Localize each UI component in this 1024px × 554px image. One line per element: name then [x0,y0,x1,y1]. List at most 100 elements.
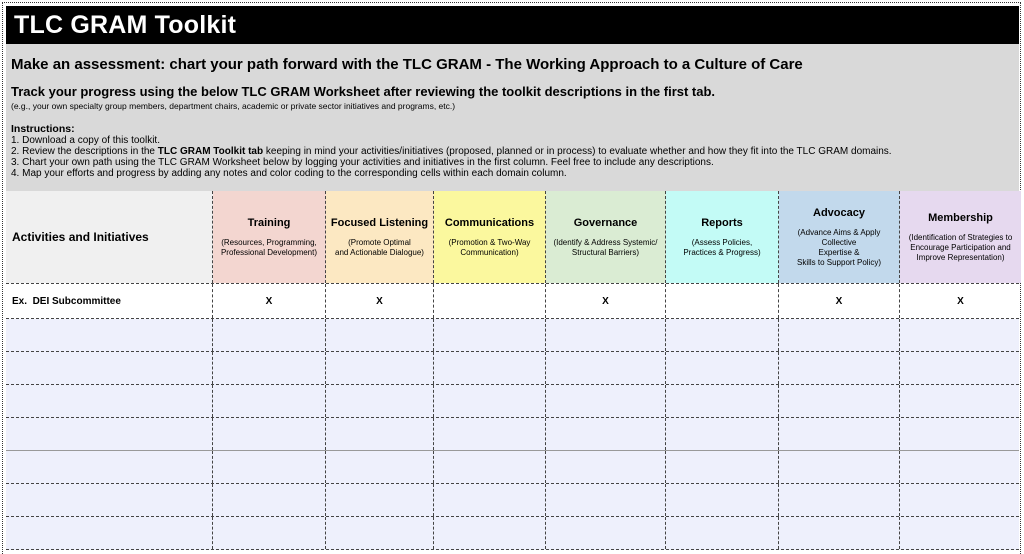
example-mark-cell-focused-listening[interactable]: X [326,284,434,318]
worksheet-cell[interactable] [326,319,434,351]
intro-section: Make an assessment: chart your path forw… [6,44,1019,191]
example-mark-cell-membership[interactable]: X [957,295,964,307]
column-title: Governance [573,216,638,229]
worksheet-cell[interactable] [779,451,900,483]
column-subtitle: (Identify & Address Systemic/ Structural… [553,237,658,257]
column-subtitle: (Promote Optimal and Actionable Dialogue… [335,237,424,257]
worksheet-cell[interactable] [326,484,434,516]
example-row-label[interactable]: Ex. DEI Subcommittee [6,284,213,318]
column-title: Focused Listening [330,216,429,229]
worksheet-cell[interactable] [666,451,779,483]
toolkit-tab-reference: TLC GRAM Toolkit tab [157,146,264,157]
example-mark-cell-training[interactable]: X [213,284,326,318]
worksheet-cell[interactable] [213,418,326,450]
worksheet-cell[interactable] [779,418,900,450]
worksheet-cell[interactable] [546,319,666,351]
worksheet-cell[interactable] [546,451,666,483]
column-title: Membership [928,211,993,224]
instructions-block: Instructions: 1. Download a copy of this… [6,111,1019,180]
worksheet-cell[interactable] [666,385,779,417]
worksheet-cell[interactable] [546,352,666,384]
worksheet-cell[interactable] [900,418,1021,450]
worksheet-cell[interactable] [213,352,326,384]
examples-note: (e.g., your own specialty group members,… [11,101,456,111]
column-title: Communications [444,216,535,229]
worksheet-cell[interactable] [434,385,546,417]
activities-column-header[interactable]: Activities and Initiatives [6,191,213,283]
worksheet-cell[interactable] [6,385,213,417]
worksheet-cell[interactable] [326,385,434,417]
worksheet-cell[interactable] [6,484,213,516]
worksheet-cell[interactable] [779,517,900,549]
worksheet-cell[interactable] [900,484,1021,516]
instruction-step-2: 2. Review the descriptions in the TLC GR… [11,146,1013,157]
worksheet-cell[interactable] [546,517,666,549]
example-mark-cell-governance[interactable]: X [546,284,666,318]
column-header-reports[interactable]: Reports(Assess Policies, Practices & Pro… [666,191,779,283]
worksheet-cell[interactable] [434,319,546,351]
assessment-heading: Make an assessment: chart your path forw… [11,56,803,73]
example-mark-cell-communications[interactable] [434,284,546,318]
column-title: Advocacy [813,206,865,219]
example-mark-cell-reports[interactable] [666,284,779,318]
worksheet-empty-row [6,319,1019,352]
worksheet-cell[interactable] [213,517,326,549]
worksheet-cell[interactable] [666,517,779,549]
column-header-membership[interactable]: Membership (Identification of Strategies … [900,191,1021,283]
worksheet-cell[interactable] [326,418,434,450]
worksheet-cell[interactable] [779,319,900,351]
column-header-advocacy[interactable]: Advocacy(Advance Aims & Apply Collective… [779,191,900,283]
column-header-focused-listening[interactable]: Focused Listening (Promote Optimal and Ac… [326,191,434,283]
worksheet-cell[interactable] [779,352,900,384]
worksheet-cell[interactable] [779,484,900,516]
worksheet-cell[interactable] [666,484,779,516]
worksheet-cell[interactable] [900,319,1021,351]
worksheet-cell[interactable] [213,319,326,351]
worksheet-cell[interactable] [900,385,1021,417]
worksheet-cell[interactable] [900,451,1021,483]
worksheet-cell[interactable] [213,451,326,483]
worksheet-empty-row [6,451,1019,484]
worksheet-cell[interactable] [6,517,213,549]
instructions-label: Instructions: [11,123,75,135]
column-subtitle: (Identification of Strategies to Encoura… [908,232,1013,262]
worksheet-cell[interactable] [900,352,1021,384]
worksheet-cell[interactable] [666,352,779,384]
worksheet-cell[interactable] [434,517,546,549]
column-header-communications[interactable]: Communications(Promotion & Two-Way Commu… [434,191,546,283]
column-header-training[interactable]: Training(Resources, Programming, Profess… [213,191,326,283]
worksheet-empty-row [6,517,1019,550]
worksheet-cell[interactable] [434,451,546,483]
instruction-step-3: 3. Chart your own path using the TLC GRA… [11,157,714,168]
worksheet-cell[interactable] [6,451,213,483]
column-header-governance[interactable]: Governance (Identify & Address Systemic/ … [546,191,666,283]
worksheet-cell[interactable] [546,418,666,450]
worksheet-cell[interactable] [6,352,213,384]
worksheet-cell[interactable] [326,352,434,384]
worksheet-cell[interactable] [666,418,779,450]
worksheet-cell[interactable] [213,484,326,516]
example-mark-cell-advocacy[interactable]: X [779,284,900,318]
worksheet-empty-row [6,484,1019,517]
worksheet-empty-rows [6,319,1019,550]
worksheet-cell[interactable] [326,451,434,483]
instruction-step-2-text: 2. Review the descriptions in the [11,146,158,157]
worksheet-empty-row [6,418,1019,451]
worksheet-cell[interactable] [546,484,666,516]
worksheet-cell[interactable] [6,418,213,450]
worksheet-cell[interactable] [546,385,666,417]
column-subtitle: (Resources, Programming, Professional De… [220,237,318,257]
worksheet-cell[interactable] [666,319,779,351]
worksheet-cell[interactable] [434,418,546,450]
worksheet-cell[interactable] [434,352,546,384]
bottom-strip [6,550,1019,554]
worksheet-cell[interactable] [434,484,546,516]
worksheet-cell[interactable] [213,385,326,417]
worksheet-cell[interactable] [900,517,1021,549]
worksheet-cell[interactable] [779,385,900,417]
worksheet-header-row: Activities and Initiatives Training(Reso… [6,191,1021,284]
worksheet-cell[interactable] [6,319,213,351]
worksheet-cell[interactable] [326,517,434,549]
